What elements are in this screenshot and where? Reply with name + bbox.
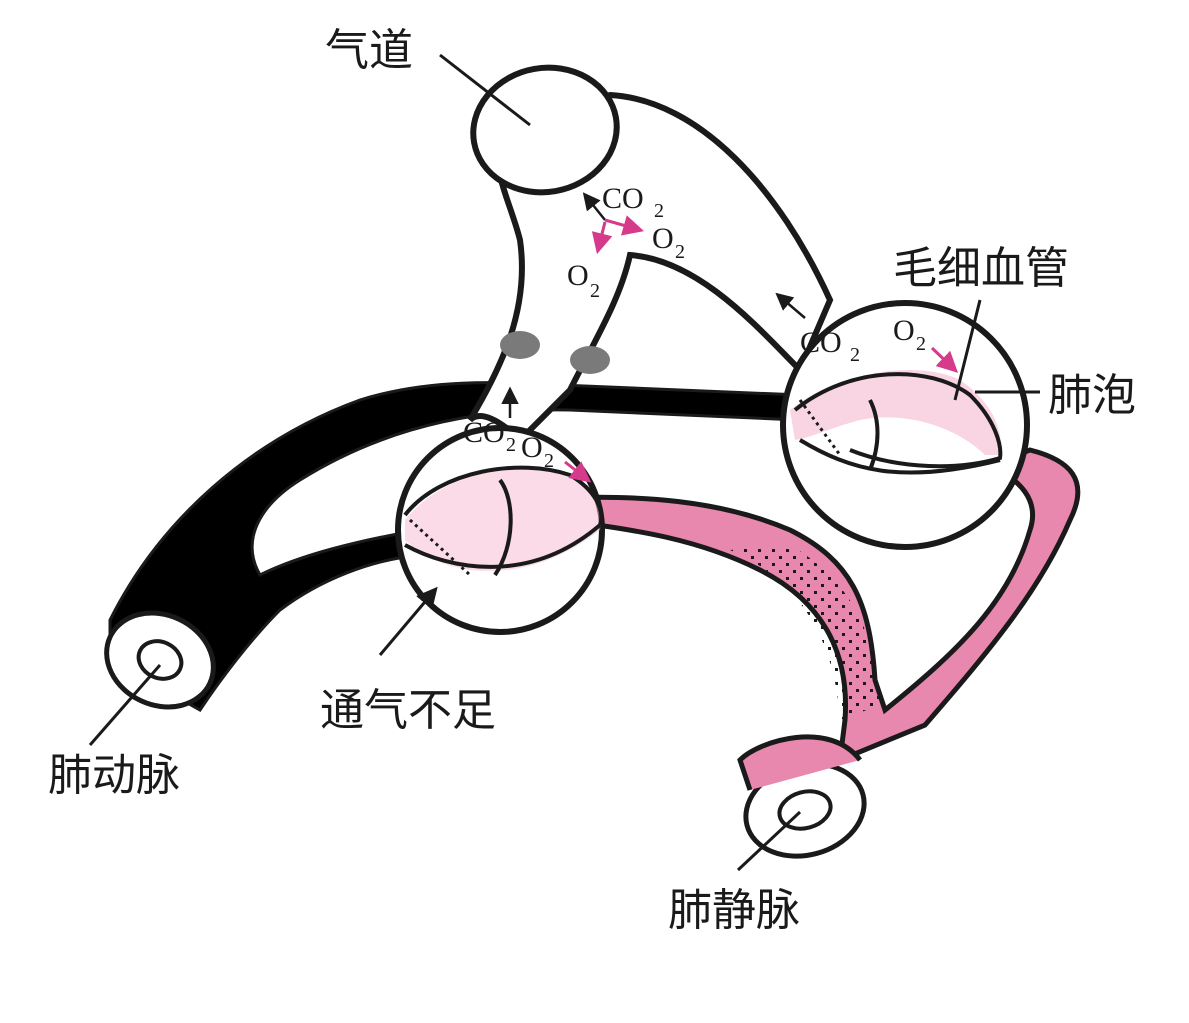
o2-top-left-text: O [567,259,589,292]
o2-arrow-top-left [591,221,613,255]
co2-left-sub: 2 [506,434,516,456]
label-underventilation: 通气不足 [320,685,496,736]
label-capillary: 毛细血管 [893,243,1069,294]
co2-main-sub: 2 [654,200,664,222]
alveolus-right [780,300,1030,550]
label-airway: 气道 [325,25,413,76]
label-pulmonary-artery: 肺动脉 [48,750,180,801]
gas-label-co2-right: CO 2 [800,326,860,366]
gas-label-o2-left: O 2 [521,431,554,472]
leader-underventilation [378,586,438,656]
o2-right-text: O [893,314,915,347]
o2-top-left-sub: 2 [590,280,600,302]
airway [467,64,834,445]
co2-left-text: CO [463,416,505,449]
gas-label-o2-top-left: O 2 [567,259,600,302]
leader-pulmonary-vein [736,810,802,872]
co2-arrow-main [582,192,606,221]
leader-lines [88,53,1040,872]
leader-capillary [953,299,982,401]
o2-left-sub: 2 [544,450,554,472]
co2-main-text: CO [602,182,644,215]
o2-arrow-top-right [604,215,645,236]
o2-left-text: O [521,431,543,464]
alveolus-left [395,425,605,635]
label-alveolus: 肺泡 [1048,370,1136,421]
gas-label-o2-top-right: O 2 [652,222,685,263]
co2-right-sub: 2 [850,344,860,366]
o2-top-right-sub: 2 [675,241,685,263]
label-pulmonary-vein: 肺静脉 [668,885,800,936]
o2-top-right-text: O [652,222,674,255]
co2-arrow-right [775,292,806,319]
o2-right-sub: 2 [916,333,926,355]
o2-arrow-left [564,460,592,483]
co2-right-text: CO [800,326,842,359]
gas-label-co2-main: CO 2 [602,182,664,222]
leader-airway [439,53,531,127]
gas-label-o2-right: O 2 [893,314,926,355]
o2-arrow-right [930,346,959,373]
pulmonary-artery [104,381,802,712]
leader-pulmonary-artery [88,664,162,746]
gas-label-co2-left: CO 2 [463,416,516,456]
gas-arrows [501,192,959,483]
pulmonary-vein [557,447,1081,859]
